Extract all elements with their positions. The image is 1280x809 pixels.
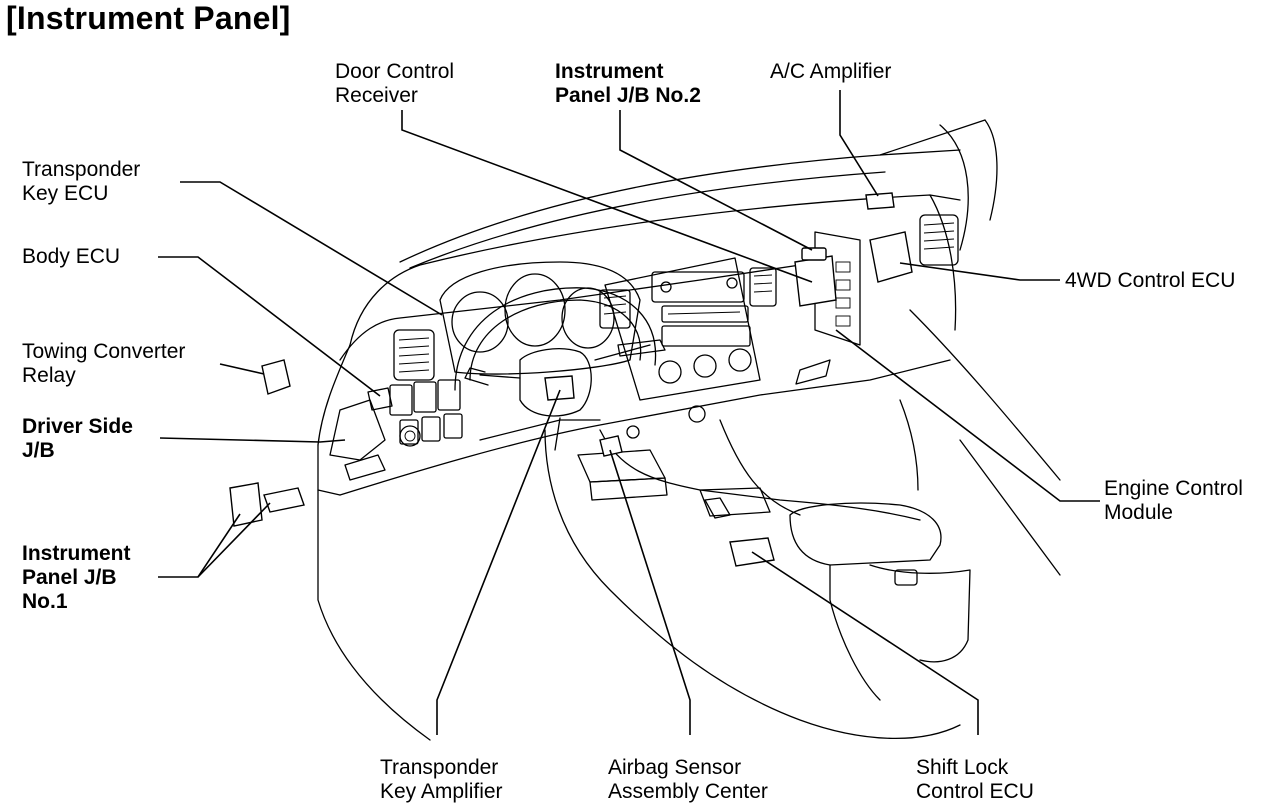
label-line: Key ECU xyxy=(22,182,109,205)
label-line: Transponder xyxy=(380,756,499,779)
leader-body-ecu xyxy=(158,256,381,397)
label-door-control-receiver: Door Control Receiver xyxy=(335,60,454,108)
label-line: Key Amplifier xyxy=(380,780,503,803)
leader-towing-converter-relay xyxy=(219,363,265,375)
label-line: No.1 xyxy=(22,590,68,613)
label-line: Instrument xyxy=(555,60,664,83)
label-line: Transponder xyxy=(22,158,141,181)
leader-door-control-receiver xyxy=(401,110,813,283)
ac-amplifier-part xyxy=(865,192,895,210)
right-vent xyxy=(795,214,959,385)
leader-4wd-control-ecu xyxy=(899,262,1060,281)
leader-ac-amplifier xyxy=(839,90,879,197)
fourwd-control-ecu-part xyxy=(869,231,913,283)
component-boxes xyxy=(229,192,913,567)
label-4wd-control-ecu: 4WD Control ECU xyxy=(1065,269,1235,293)
label-line: A/C Amplifier xyxy=(770,60,892,83)
left-vent xyxy=(393,329,435,381)
towing-converter-relay-part xyxy=(261,359,291,395)
label-line: J/B xyxy=(22,439,55,462)
label-line: Panel J/B xyxy=(22,566,117,589)
label-line: 4WD Control ECU xyxy=(1065,269,1236,292)
label-towing-converter-relay: Towing Converter Relay xyxy=(22,340,185,388)
label-instrument-panel-jb-no2: Instrument Panel J/B No.2 xyxy=(555,60,701,108)
label-line: Engine Control xyxy=(1104,477,1243,500)
center-stack xyxy=(599,257,777,401)
center-console xyxy=(544,405,971,740)
leader-transponder-key-amplifier xyxy=(436,389,561,735)
instrument-cluster xyxy=(439,261,641,375)
label-transponder-key-ecu: Transponder Key ECU xyxy=(22,158,140,206)
leader-instrument-panel-jb-no2 xyxy=(619,110,813,251)
label-engine-control-module: Engine Control Module xyxy=(1104,477,1243,525)
label-body-ecu: Body ECU xyxy=(22,245,120,269)
label-line: Instrument xyxy=(22,542,131,565)
label-line: Module xyxy=(1104,501,1173,524)
instrument-panel-jb-no1-part-a xyxy=(229,482,263,527)
instrument-panel-jb-no1-part-b xyxy=(263,487,305,513)
label-line: Control ECU xyxy=(916,780,1034,803)
leader-shift-lock-control-ecu xyxy=(751,551,979,735)
label-line: Shift Lock xyxy=(916,756,1009,779)
label-line: Airbag Sensor xyxy=(608,756,742,779)
label-line: Body ECU xyxy=(22,245,121,268)
label-line: Panel J/B No.2 xyxy=(555,84,701,107)
windshield-outline xyxy=(399,119,998,269)
leader-instrument-panel-jb-no1-b xyxy=(197,502,271,578)
airbag-sensor-part xyxy=(599,435,623,457)
label-instrument-panel-jb-no1: Instrument Panel J/B No.1 xyxy=(22,542,131,614)
label-line: Assembly Center xyxy=(608,780,768,803)
driver-fuse-area xyxy=(329,379,463,481)
label-line: Receiver xyxy=(335,84,418,107)
leader-airbag-sensor xyxy=(609,449,691,735)
label-transponder-key-amplifier: Transponder Key Amplifier xyxy=(380,756,503,804)
label-line: Driver Side xyxy=(22,415,133,438)
label-ac-amplifier: A/C Amplifier xyxy=(770,60,891,84)
transponder-key-amplifier-part xyxy=(544,375,575,401)
steering-wheel xyxy=(454,287,666,451)
instrument-panel-jb-no2-part xyxy=(801,247,827,261)
leader-engine-control-module xyxy=(835,329,1100,502)
label-line: Door Control xyxy=(335,60,455,83)
label-shift-lock-control-ecu: Shift Lock Control ECU xyxy=(916,756,1034,804)
dashboard-outline xyxy=(317,194,1061,741)
leader-transponder-key-ecu xyxy=(180,181,443,316)
label-airbag-sensor-assembly-center: Airbag Sensor Assembly Center xyxy=(608,756,768,804)
label-line: Relay xyxy=(22,364,76,387)
label-line: Towing Converter xyxy=(22,340,186,363)
page-title: [Instrument Panel] xyxy=(6,0,291,36)
leader-driver-side-jb xyxy=(159,437,346,443)
label-driver-side-jb: Driver Side J/B xyxy=(22,415,133,463)
